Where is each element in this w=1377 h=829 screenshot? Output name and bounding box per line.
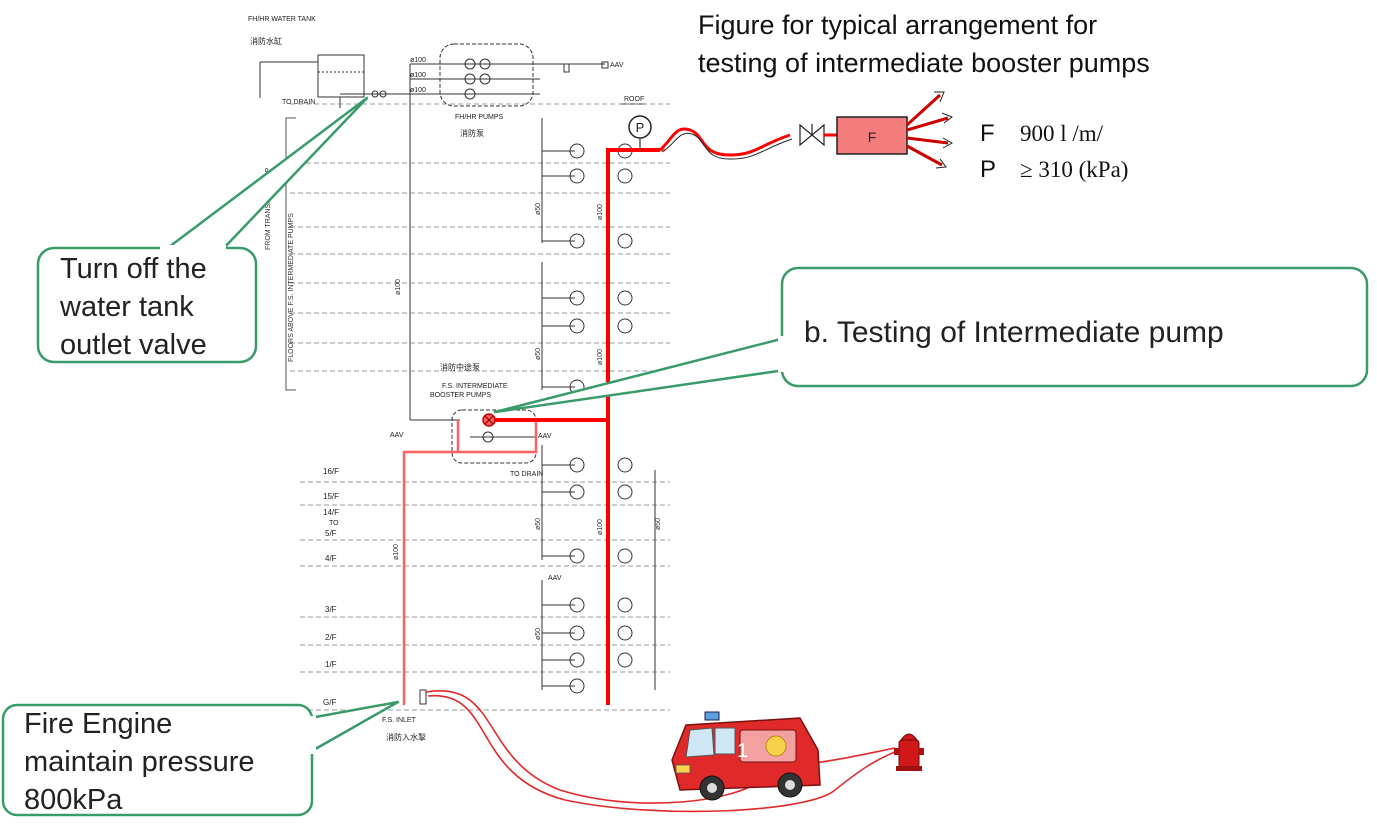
floor-label: 1/F — [325, 660, 337, 669]
test-unit-label: F — [868, 129, 877, 145]
inlet-label: F.S. INLET — [382, 717, 417, 724]
pipe-size-label: ø100 — [597, 519, 604, 535]
pipe-size-label: ø100 — [597, 349, 604, 365]
pipe-size-label: ø50 — [535, 628, 542, 640]
callout-fire-engine: Fire Engine maintain pressure 800kPa — [1, 700, 400, 817]
figure-title-line-2: testing of intermediate booster pumps — [698, 48, 1150, 78]
pressure-value: ≥ 310 (kPa) — [1020, 157, 1128, 182]
callout-intermediate: b. Testing of Intermediate pump — [493, 266, 1369, 414]
fire-hoses — [425, 689, 896, 813]
floor-label: TO — [329, 520, 339, 527]
figure-title-line-1: Figure for typical arrangement for — [698, 10, 1097, 40]
aav-label: AAV — [538, 433, 552, 440]
test-outlet: F — [799, 91, 954, 169]
floor-label: 5/F — [325, 529, 337, 538]
callout-tank-valve: Turn off the water tank outlet valve — [36, 96, 369, 364]
pumps-cn-label: 消防泵 — [460, 128, 484, 138]
fs-inlet: F.S. INLET 消防入水掣 — [382, 689, 427, 742]
pipe-size-label: ø50 — [655, 518, 662, 530]
intermediate-cn-label: 消防中途泵 — [440, 362, 480, 372]
lower-floor-lines: 16/F 15/F 14/F TO 5/F 4/F 3/F 2/F 1/F G/… — [300, 467, 670, 711]
main-pumps-section: ø100 ø100 ø100 FH/HR PUMPS 消防泵 ø100 AAV … — [395, 43, 645, 420]
water-tank-label: FH/HR WATER TANK — [248, 16, 316, 23]
floor-label: 3/F — [325, 605, 337, 614]
intermediate-en-label-1: F.S. INTERMEDIATE — [442, 383, 508, 390]
to-drain-label: TO DRAIN — [510, 471, 543, 478]
roof-label: ROOF — [624, 96, 644, 103]
test-requirements: F 900 l /m/ P ≥ 310 (kPa) — [980, 120, 1128, 183]
gauge-label: P — [636, 120, 645, 135]
fire-engine-icon: 1 — [671, 711, 821, 801]
to-drain-label: TO DRAIN — [282, 99, 315, 106]
pipe-size-label: ø50 — [535, 518, 542, 530]
fire-hydrant-icon — [894, 733, 924, 771]
floor-label: 16/F — [323, 467, 339, 476]
pipe-size-label: ø100 — [395, 279, 402, 295]
floor-label: 14/F — [323, 508, 339, 517]
pipe-size-label: ø100 — [410, 72, 426, 79]
callout-tank-line-1: Turn off the — [60, 253, 207, 285]
callout-engine-line-3: 800kPa — [24, 784, 123, 816]
water-tank-cn-label: 消防水缸 — [250, 36, 282, 46]
intermediate-pumps-section: 消防中途泵 F.S. INTERMEDIATE BOOSTER PUMPS AA… — [390, 362, 552, 478]
pressure-label: P — [980, 156, 996, 183]
callout-engine-line-2: maintain pressure — [24, 746, 255, 778]
floor-label: 4/F — [325, 554, 337, 563]
test-pipe-route — [402, 127, 793, 705]
pressure-gauge: P — [628, 115, 652, 150]
aav-label: AAV — [390, 432, 404, 439]
inlet-connector — [419, 689, 427, 705]
flow-value: 900 l /m/ — [1020, 121, 1104, 146]
flow-test-unit — [836, 116, 908, 155]
floor-label: 2/F — [325, 633, 337, 642]
callout-tank-line-2: water tank — [59, 291, 194, 323]
pipe-size-label: ø100 — [393, 544, 400, 560]
figure-title: Figure for typical arrangement for testi… — [698, 10, 1150, 78]
aav-label: AAV — [610, 62, 624, 69]
pipe-size-label: ø50 — [535, 348, 542, 360]
test-valve-icon — [799, 123, 813, 147]
intermediate-en-label-2: BOOSTER PUMPS — [430, 392, 491, 399]
lower-branches: ø50 ø100 ø50 AAV ø50 ø100 — [393, 445, 662, 694]
pipe-size-label: ø50 — [535, 203, 542, 215]
from-transfer-pump-label: FROM TRANSFER PUMP — [265, 167, 272, 250]
water-tank — [317, 54, 365, 98]
pipe-size-label: ø100 — [597, 204, 604, 220]
upper-branches: ø50 ø100 ø50 ø100 — [535, 118, 633, 395]
aav-label: AAV — [548, 575, 562, 582]
flow-label: F — [980, 120, 995, 147]
callout-engine-line-1: Fire Engine — [24, 708, 172, 740]
gauge-icon — [628, 115, 652, 139]
floor-label: 15/F — [323, 492, 339, 501]
pumps-enclosure — [439, 43, 534, 107]
callout-tank-line-3: outlet valve — [60, 329, 207, 361]
floor-label: G/F — [323, 698, 336, 707]
water-tank-section: FH/HR WATER TANK 消防水缸 TO DRAIN — [248, 16, 410, 108]
water-spray-arrows-icon — [905, 91, 954, 169]
fire-engine-number: 1 — [737, 740, 748, 762]
tank-outlet-valve — [371, 90, 379, 98]
pipe-size-label: ø100 — [410, 87, 426, 94]
inlet-cn-label: 消防入水掣 — [386, 732, 426, 742]
callout-intermediate-text: b. Testing of Intermediate pump — [804, 316, 1224, 349]
floors-above-label: FLOORS ABOVE F.S. INTERMEDIATE PUMPS — [288, 213, 295, 362]
pipe-size-label: ø100 — [410, 57, 426, 64]
pumps-label: FH/HR PUMPS — [455, 114, 504, 121]
